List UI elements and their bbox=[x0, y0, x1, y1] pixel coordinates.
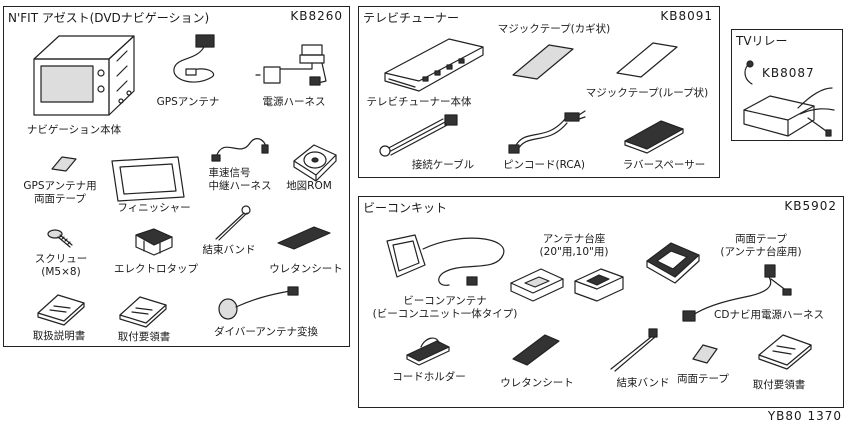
electro-tap-label: エレクトロタップ bbox=[114, 263, 198, 275]
beacon-cable-tie-illustration bbox=[603, 325, 663, 373]
finisher-illustration bbox=[108, 153, 188, 205]
urethane-label: ウレタンシート bbox=[269, 263, 343, 275]
gps-tape-illustration bbox=[48, 153, 80, 175]
beacon-cable-tie-label: 結束バンド bbox=[616, 377, 670, 389]
rubber-spacer-label: ラバースペーサー bbox=[622, 159, 706, 171]
cable-tie-label: 結束バンド bbox=[202, 244, 256, 256]
beacon-tape-illustration bbox=[689, 341, 721, 365]
beacon-code: KB5902 bbox=[784, 199, 837, 213]
gps-antenna-label: GPSアンテナ bbox=[156, 96, 220, 108]
pin-cord-illustration bbox=[505, 103, 589, 157]
map-rom-illustration bbox=[290, 141, 340, 182]
tape-loop-label: マジックテープ(ループ状) bbox=[585, 87, 709, 99]
navi-unit-illustration bbox=[29, 31, 139, 119]
connect-cable-label: 接続ケーブル bbox=[411, 159, 475, 171]
cable-tie-illustration bbox=[210, 205, 251, 243]
antenna-base-20-illustration bbox=[507, 263, 567, 303]
tape-hook-illustration bbox=[509, 41, 579, 81]
antenna-base-label: アンテナ台座 (20"用,10"用) bbox=[539, 233, 609, 259]
pin-cord-label: ピンコード(RCA) bbox=[503, 159, 585, 171]
figure-code: YB80 1370 bbox=[767, 409, 842, 423]
beacon-urethane-illustration bbox=[509, 331, 563, 369]
cd-harness-illustration bbox=[675, 257, 795, 327]
electro-tap-illustration bbox=[130, 225, 178, 259]
install-guide-label: 取付要領書 bbox=[117, 331, 171, 343]
rubber-spacer-illustration bbox=[621, 117, 687, 155]
navi-label: ナビゲーション本体 bbox=[26, 124, 122, 136]
double-tape-illustration bbox=[643, 237, 703, 287]
gps-tape-label: GPSアンテナ用 両面テープ bbox=[23, 180, 97, 206]
map-rom-label: 地図ROM bbox=[286, 180, 332, 192]
nfit-panel: N'FIT アゼスト(DVDナビゲーション) KB8260 ナビゲーション本体 … bbox=[3, 6, 350, 347]
nfit-code: KB8260 bbox=[290, 9, 343, 23]
speed-harness-label: 車速信号 中継ハーネス bbox=[208, 167, 272, 193]
tuner-code: KB8091 bbox=[660, 9, 713, 23]
beacon-install-guide-label: 取付要領書 bbox=[752, 379, 806, 391]
urethane-sheet-illustration bbox=[274, 223, 334, 253]
diversity-adapter-illustration bbox=[214, 283, 304, 323]
cord-holder-illustration bbox=[403, 333, 453, 367]
manual-illustration bbox=[34, 291, 90, 326]
beacon-tape-label: 両面テープ bbox=[677, 373, 729, 385]
relay-unit-illustration bbox=[738, 58, 838, 138]
relay-title: TVリレー bbox=[736, 34, 788, 48]
nfit-title: N'FIT アゼスト(DVDナビゲーション) bbox=[8, 11, 210, 25]
tape-hook-label: マジックテープ(カギ状) bbox=[497, 23, 611, 35]
tuner-body-illustration bbox=[379, 33, 489, 95]
screw-illustration bbox=[46, 225, 76, 251]
diversity-label: ダイバーアンテナ変換 bbox=[214, 326, 318, 338]
cord-holder-label: コードホルダー bbox=[392, 371, 466, 383]
tape-loop-illustration bbox=[613, 39, 683, 79]
power-harness-illustration bbox=[252, 41, 332, 93]
beacon-install-guide-illustration bbox=[755, 331, 815, 370]
beacon-antenna-illustration bbox=[371, 221, 511, 293]
relay-panel: TVリレー KB8087 bbox=[731, 29, 843, 141]
double-tape-label: 両面テープ (アンテナ台座用) bbox=[720, 233, 802, 259]
antenna-base-10-illustration bbox=[571, 263, 627, 303]
power-harness-label: 電源ハーネス bbox=[262, 96, 326, 108]
beacon-title: ビーコンキット bbox=[363, 201, 448, 215]
tuner-panel: テレビチューナー KB8091 マジックテープ(カギ状) テレビチューナー本体 … bbox=[358, 6, 720, 178]
connect-cable-illustration bbox=[373, 111, 463, 159]
tuner-title: テレビチューナー bbox=[363, 11, 460, 25]
tuner-body-label: テレビチューナー本体 bbox=[366, 96, 472, 108]
install-guide-illustration bbox=[116, 293, 172, 328]
beacon-panel: ビーコンキット KB5902 ビーコンアンテナ (ビーコンユニット一体タイプ) … bbox=[358, 196, 844, 408]
manual-label: 取扱説明書 bbox=[32, 330, 86, 342]
screw-label: スクリュー (M5×8) bbox=[34, 253, 88, 279]
relay-code: KB8087 bbox=[762, 66, 815, 80]
speed-harness-illustration bbox=[210, 129, 270, 165]
beacon-urethane-label: ウレタンシート bbox=[500, 377, 574, 389]
beacon-antenna-label: ビーコンアンテナ (ビーコンユニット一体タイプ) bbox=[372, 295, 518, 321]
cd-harness-label: CDナビ用電源ハーネス bbox=[714, 309, 824, 321]
finisher-label: フィニッシャー bbox=[117, 202, 191, 214]
gps-antenna-illustration bbox=[166, 31, 226, 93]
